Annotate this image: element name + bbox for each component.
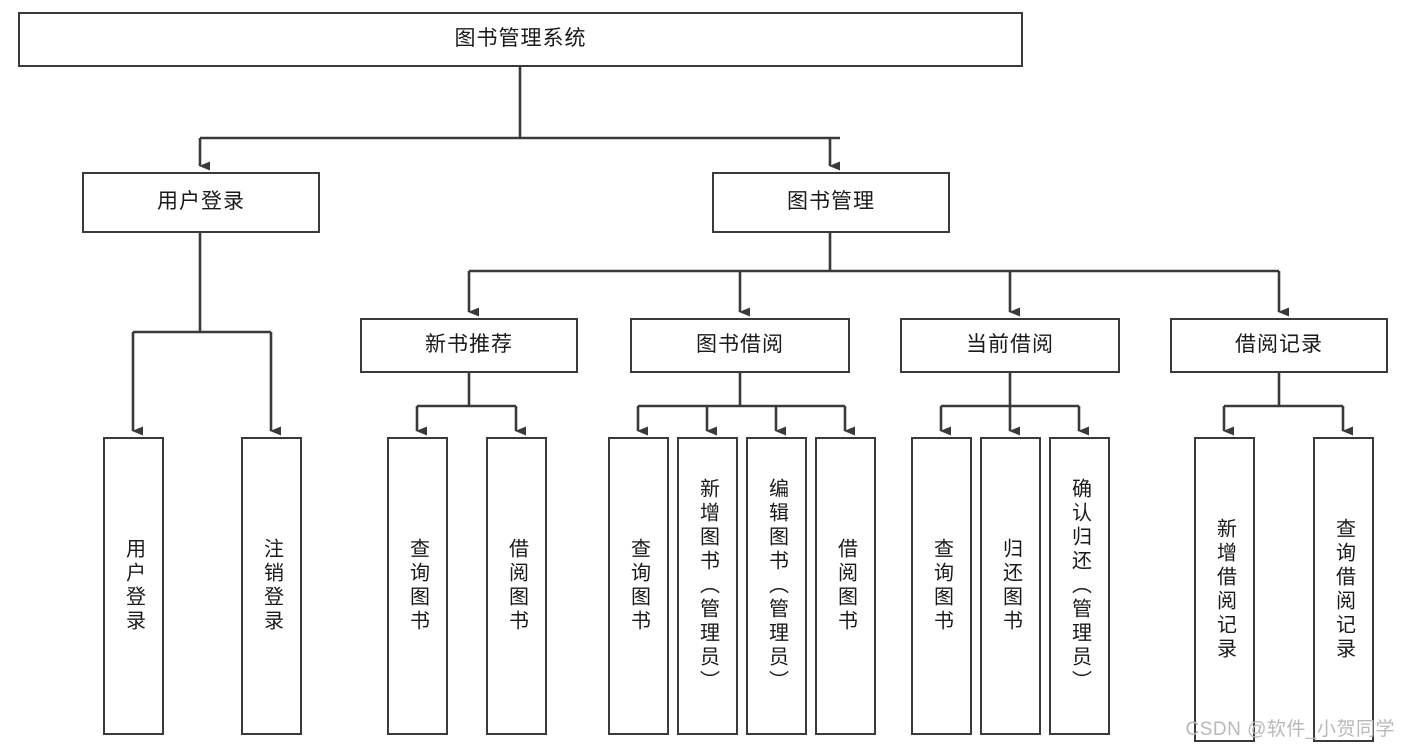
node-label: 借阅记录	[1235, 333, 1323, 357]
leaf-new-book-query[interactable]: 查询图书	[387, 437, 448, 735]
node-new-book-recommend[interactable]: 新书推荐	[360, 318, 578, 373]
node-label: 确认归还（管理员）	[1068, 478, 1091, 694]
node-root-book-management-system[interactable]: 图书管理系统	[18, 12, 1023, 67]
node-current-borrow[interactable]: 当前借阅	[900, 318, 1120, 373]
leaf-record-add-record[interactable]: 新增借阅记录	[1194, 437, 1255, 742]
node-label: 借阅图书	[505, 538, 528, 634]
csdn-watermark: CSDN @软件_小贺同学	[1185, 719, 1395, 740]
node-label: 借阅图书	[834, 538, 857, 634]
node-label: 查询图书	[406, 538, 429, 634]
leaf-borrow-query-book[interactable]: 查询图书	[608, 437, 669, 735]
leaf-current-confirm-return-admin[interactable]: 确认归还（管理员）	[1049, 437, 1110, 735]
node-label: 新书推荐	[425, 333, 513, 357]
leaf-current-return-book[interactable]: 归还图书	[980, 437, 1041, 735]
node-label: 新增借阅记录	[1213, 517, 1236, 662]
leaf-borrow-edit-book-admin[interactable]: 编辑图书（管理员）	[746, 437, 807, 735]
leaf-borrow-add-book-admin[interactable]: 新增图书（管理员）	[677, 437, 738, 735]
leaf-borrow-borrow-book[interactable]: 借阅图书	[815, 437, 876, 735]
node-label: 新增图书（管理员）	[696, 478, 719, 694]
leaf-new-book-borrow[interactable]: 借阅图书	[486, 437, 547, 735]
node-label: 用户登录	[157, 190, 245, 214]
node-label: 当前借阅	[966, 333, 1054, 357]
node-user-login[interactable]: 用户登录	[82, 172, 320, 233]
node-label: 图书管理	[787, 190, 875, 214]
node-label: 图书借阅	[696, 333, 784, 357]
node-label: 查询图书	[627, 538, 650, 634]
node-label: 用户登录	[122, 538, 145, 634]
node-label: 查询图书	[930, 538, 953, 634]
node-label: 注销登录	[260, 538, 283, 634]
node-label: 查询借阅记录	[1332, 517, 1355, 662]
node-book-management[interactable]: 图书管理	[712, 172, 950, 233]
leaf-record-query-record[interactable]: 查询借阅记录	[1313, 437, 1374, 742]
node-label: 图书管理系统	[454, 27, 587, 51]
leaf-current-query-book[interactable]: 查询图书	[911, 437, 972, 735]
node-label: 编辑图书（管理员）	[765, 478, 788, 694]
leaf-user-login-logout[interactable]: 注销登录	[241, 437, 302, 735]
node-label: 归还图书	[999, 538, 1022, 634]
leaf-user-login-login[interactable]: 用户登录	[103, 437, 164, 735]
node-borrow-record[interactable]: 借阅记录	[1170, 318, 1388, 373]
node-book-borrow[interactable]: 图书借阅	[630, 318, 850, 373]
